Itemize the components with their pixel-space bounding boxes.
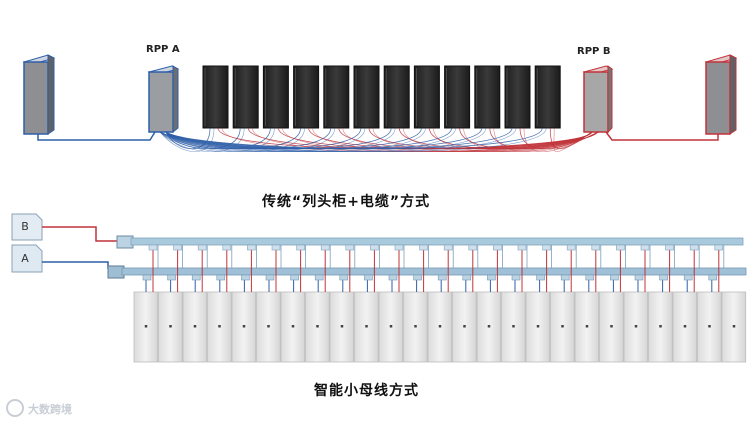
it-rack — [504, 65, 531, 129]
server-cabinet — [354, 291, 379, 363]
tap-box — [659, 244, 675, 292]
it-rack — [353, 65, 380, 129]
server-cabinet — [231, 291, 257, 363]
busway-rail-a — [121, 267, 747, 276]
it-rack — [202, 65, 229, 129]
logo-icon — [6, 399, 24, 417]
server-cabinet — [182, 291, 208, 363]
server-cabinet — [133, 291, 159, 363]
tap-box — [511, 244, 528, 292]
rpp-b-cabinet — [582, 65, 614, 134]
cabinet-row — [133, 291, 747, 363]
server-cabinet — [280, 291, 306, 363]
it-rack — [293, 65, 320, 129]
server-cabinet — [697, 291, 722, 363]
server-cabinet — [672, 291, 698, 363]
tap-box — [634, 244, 651, 292]
feed-cable-a — [42, 261, 109, 269]
tap-box — [388, 244, 405, 292]
server-cabinet — [158, 291, 183, 363]
server-cabinet — [721, 291, 747, 363]
server-cabinet — [305, 291, 330, 363]
feed-a-label: A — [21, 252, 29, 265]
tap-box — [290, 244, 307, 292]
rpp-b-label: RPP B — [577, 46, 611, 57]
server-cabinet — [207, 291, 232, 363]
cable-b — [459, 127, 593, 150]
tap-box — [191, 244, 208, 292]
tap-box — [241, 244, 257, 292]
cable-a — [165, 127, 543, 150]
tap-box — [142, 244, 159, 292]
tap-box — [364, 244, 380, 292]
rpp-a-label: RPP A — [146, 44, 180, 55]
watermark: 大数跨境 — [6, 399, 76, 417]
tap-box — [462, 244, 479, 292]
caption-traditional: 传统“列头柜+电缆”方式 — [262, 194, 431, 210]
tap-box — [708, 244, 725, 292]
server-cabinet — [623, 291, 649, 363]
source-cabinet-a — [22, 54, 56, 135]
server-cabinet — [648, 291, 673, 363]
it-rack — [534, 65, 561, 129]
server-cabinet — [403, 291, 428, 363]
cable-bundle — [159, 127, 599, 153]
server-cabinet — [329, 291, 355, 363]
tap-box — [585, 244, 602, 292]
server-cabinet — [256, 291, 281, 363]
it-rack-row — [202, 65, 561, 129]
tap-box — [265, 244, 282, 292]
feeder-line-b — [605, 131, 719, 141]
it-rack — [232, 65, 259, 129]
server-cabinet — [452, 291, 477, 363]
feed-box-b — [11, 213, 43, 241]
tap-box — [413, 244, 430, 292]
server-cabinet — [501, 291, 526, 363]
server-cabinet — [550, 291, 575, 363]
busway-rail-b — [130, 237, 744, 246]
tap-box — [437, 244, 454, 292]
server-cabinet — [476, 291, 502, 363]
watermark-text: 大数跨境 — [28, 403, 72, 416]
tap-box — [610, 244, 626, 292]
server-cabinet — [525, 291, 551, 363]
tap-box — [487, 244, 503, 292]
server-cabinet — [378, 291, 404, 363]
tap-box-row — [142, 244, 725, 292]
server-cabinet — [427, 291, 453, 363]
source-cabinet-b — [704, 54, 738, 135]
tap-box — [339, 244, 356, 292]
tap-box — [167, 244, 184, 292]
feeder-line-a — [37, 131, 156, 141]
feed-b-label: B — [21, 220, 29, 233]
server-cabinet — [574, 291, 600, 363]
feed-cable-b — [42, 226, 118, 242]
it-rack — [444, 65, 471, 129]
busway-layout — [11, 213, 747, 363]
it-rack — [262, 65, 289, 129]
traditional-layout — [22, 54, 738, 153]
it-rack — [474, 65, 501, 129]
tap-box — [536, 244, 552, 292]
cable-b — [553, 127, 599, 153]
cable-a — [159, 127, 215, 153]
it-rack — [413, 65, 440, 129]
tap-box — [560, 244, 577, 292]
cable-a — [159, 127, 547, 153]
it-rack — [383, 65, 410, 129]
it-rack — [323, 65, 350, 129]
tap-box — [216, 244, 233, 292]
caption-busway: 智能小母线方式 — [314, 383, 419, 399]
rpp-a-cabinet — [147, 65, 180, 134]
cable-b — [549, 127, 593, 149]
server-cabinet — [599, 291, 624, 363]
tap-box — [683, 244, 700, 292]
tap-box — [314, 244, 331, 292]
